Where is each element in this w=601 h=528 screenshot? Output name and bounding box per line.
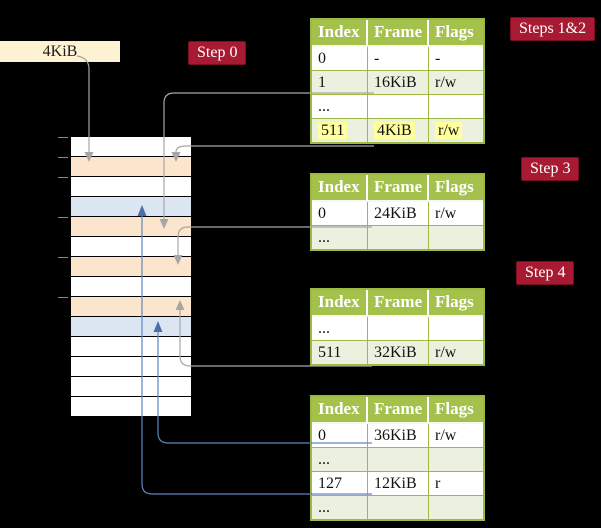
memory-frame-4-page_table_frame [71,217,191,236]
table-cell: - [429,47,483,71]
physical-memory-column [71,137,191,417]
table-row: ... [312,226,483,249]
column-header-index: Index [312,175,368,202]
table-cell [368,226,429,249]
column-header-flags: Flags [429,397,483,424]
memory-frame-10-free_frame [71,337,191,356]
table-cell: r/w [429,71,483,95]
table-cell [429,226,483,249]
table-cell: 0 [312,47,368,71]
memory-frame-3-data_page_frame [71,197,191,216]
table-cell: 36KiB [368,424,429,448]
table-cell: 24KiB [368,202,429,226]
memory-tick-2 [58,177,68,178]
column-header-frame: Frame [368,397,429,424]
memory-frame-0-free_frame [71,137,191,156]
column-header-frame: Frame [368,20,429,47]
column-header-flags: Flags [429,290,483,317]
table-cell [368,317,429,341]
memory-frame-13-free_frame [71,397,191,416]
memory-tick-1 [58,157,68,158]
memory-frame-9-data_page_frame [71,317,191,336]
table-cell: ... [312,448,368,472]
table-cell: r/w [429,341,483,364]
arrow-pt1-entry511-to-frame-4kib [175,145,374,153]
table-cell: r/w [429,119,483,142]
memory-tick-0 [58,137,68,138]
table-cell [429,448,483,472]
column-header-index: Index [312,397,368,424]
table-cell: 4KiB [368,119,429,142]
column-header-frame: Frame [368,290,429,317]
table-cell: r/w [429,424,483,448]
memory-frame-8-page_table_frame [71,297,191,316]
table-cell: - [368,47,429,71]
table-cell: ... [312,95,368,119]
memory-frame-1-page_table_frame [71,157,191,176]
memory-frame-2-free_frame [71,177,191,196]
table-cell: 0 [312,424,368,448]
label-step-4: Step 4 [516,261,575,285]
table-cell [368,95,429,119]
table-cell [368,448,429,472]
memory-frame-5-free_frame [71,237,191,256]
table-row: ... [312,448,483,472]
table-cell: ... [312,496,368,519]
column-header-frame: Frame [368,175,429,202]
label-step-0: Step 0 [188,41,247,65]
table-cell: ... [312,317,368,341]
table-cell: 12KiB [368,472,429,496]
table-cell [368,496,429,519]
table-cell: 32KiB [368,341,429,364]
table-cell [429,496,483,519]
memory-frame-12-free_frame [71,377,191,396]
table-row: 0-- [312,47,483,71]
memory-frame-6-page_table_frame [71,257,191,276]
table-cell: 0 [312,202,368,226]
table-row: ... [312,317,483,341]
table-cell [429,95,483,119]
table-cell: r [429,472,483,496]
table-row: 511 4KiB r/w [312,119,483,142]
table-cell: 16KiB [368,71,429,95]
column-header-flags: Flags [429,20,483,47]
table-cell: ... [312,226,368,249]
memory-frame-11-free_frame [71,357,191,376]
root-page-size-box: 4KiB [0,41,120,62]
memory-tick-5 [58,297,68,298]
memory-tick-4 [58,257,68,258]
memory-tick-3 [58,217,68,218]
table-cell: 511 [312,119,368,142]
highlighted-value: 4KiB [374,121,415,139]
table-row: ... [312,496,483,519]
column-header-index: Index [312,20,368,47]
column-header-index: Index [312,290,368,317]
highlighted-value: 511 [318,121,348,139]
table-cell: r/w [429,202,483,226]
table-cell: 511 [312,341,368,364]
table-row: ... [312,95,483,119]
highlighted-value: r/w [435,121,463,139]
label-steps-1-2: Steps 1&2 [510,17,596,41]
table-cell: 1 [312,71,368,95]
label-step-3: Step 3 [521,157,580,181]
column-header-flags: Flags [429,175,483,202]
memory-frame-7-free_frame [71,277,191,296]
table-cell: 127 [312,472,368,496]
table-cell [429,317,483,341]
